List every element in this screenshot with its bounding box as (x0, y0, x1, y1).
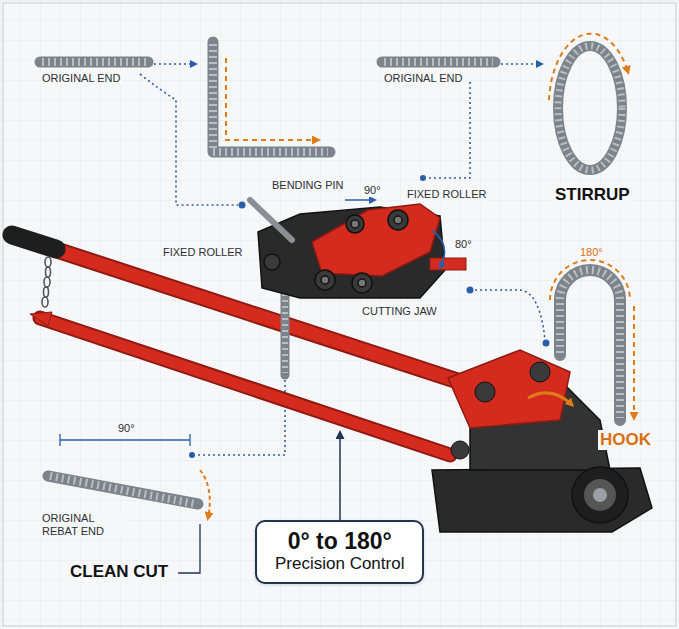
part-label: ORIGINAL END (382, 72, 464, 85)
part-label: 180° (578, 246, 605, 259)
part-label: FIXED ROLLER (161, 246, 244, 259)
part-label: 80° (453, 238, 474, 251)
part-label: 90° (362, 184, 383, 197)
part-label: ORIGINAL END (40, 72, 122, 85)
part-label: 90° (116, 422, 137, 435)
part-label: STIRRUP (553, 185, 632, 205)
part-label: CLEAN CUT (68, 562, 170, 582)
range-subtitle: Precision Control (275, 554, 404, 574)
part-label: FIXED ROLLER (405, 188, 488, 201)
callout-box: 0° to 180°Precision Control (255, 520, 424, 584)
part-label: ORIGINAL REBAT END (40, 512, 128, 537)
range-heading: 0° to 180° (275, 528, 404, 554)
part-label: BENDING PIN (270, 179, 346, 192)
part-label: HOOK (598, 430, 653, 450)
part-label: CUTTING JAW (360, 305, 439, 318)
